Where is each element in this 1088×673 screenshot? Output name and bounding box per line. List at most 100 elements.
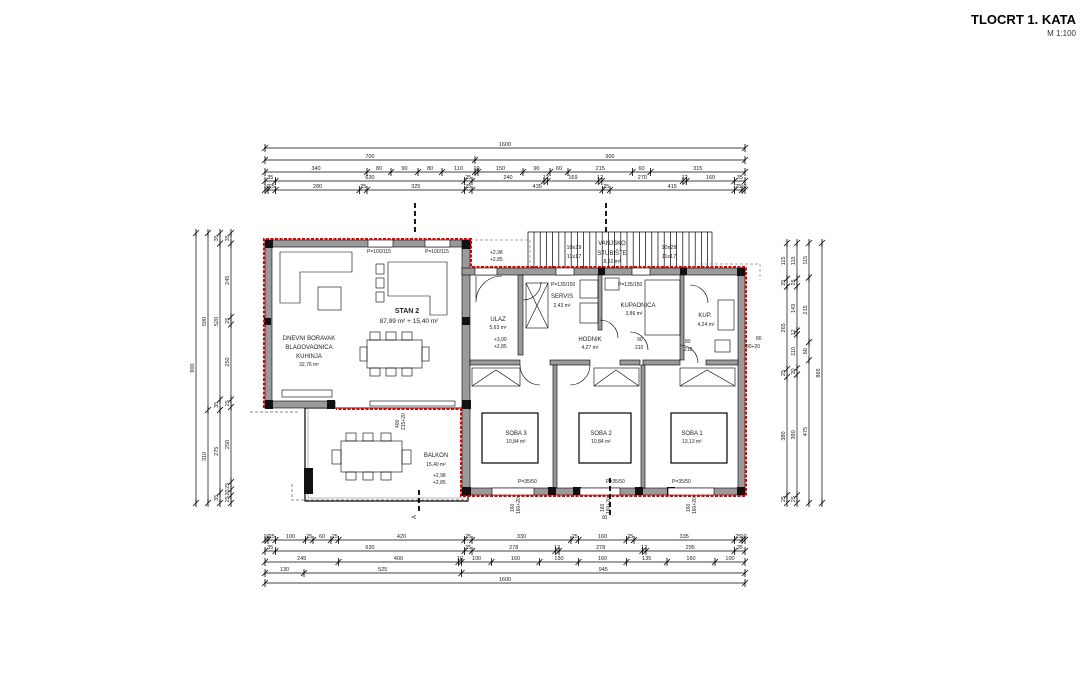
dimension-label: 475 <box>803 427 809 436</box>
dimension-label: 60 <box>556 166 562 172</box>
sill-dim: 160 <box>600 503 606 512</box>
dimension-tick <box>536 558 543 566</box>
dimension-label: 865 <box>816 368 822 377</box>
dimension-label: 160 <box>598 556 607 562</box>
dimension-label: 25 <box>735 534 741 540</box>
dimension-tick <box>272 186 279 194</box>
dimension-label: 340 <box>311 166 320 172</box>
dimension-label: 25 <box>735 184 741 190</box>
dimension-tick <box>468 186 476 194</box>
dimension-label: 115 <box>803 256 809 265</box>
dimension-tick <box>598 177 606 185</box>
dimension-tick <box>272 536 279 544</box>
dimension-label: 12 <box>554 545 560 551</box>
dimension-label: 135 <box>642 556 651 562</box>
dimension-tick <box>595 177 602 185</box>
dimension-label: 25 <box>225 318 231 324</box>
dimension-tick <box>793 282 801 291</box>
window-label: P=100/115 <box>425 249 449 255</box>
dimension-tick <box>227 478 235 486</box>
dimension-tick <box>461 186 468 194</box>
dimension-label: 310 <box>202 452 208 461</box>
drawing-title: TLOCRT 1. KATA <box>971 12 1076 27</box>
dimension-tick <box>335 536 342 544</box>
dimension-tick <box>272 547 279 555</box>
dimension-tick <box>783 282 791 291</box>
dimension-tick <box>272 177 279 185</box>
dimension-label: 100 <box>725 556 734 562</box>
dimension-label: 35 <box>737 175 743 181</box>
dimension-tick <box>679 177 687 185</box>
door-height: 210 <box>684 347 693 353</box>
section-label-b: B <box>603 515 609 519</box>
dimension-label: 160 <box>706 175 715 181</box>
dimension-label: 1600 <box>499 577 511 583</box>
window-label: P=100/115 <box>367 249 391 255</box>
dimension-label: 130 <box>280 567 289 573</box>
dimension-tick <box>261 144 269 152</box>
dimension-label: 160 <box>598 534 607 540</box>
dimension-label: 25 <box>306 534 312 540</box>
dimension-tick <box>818 499 826 507</box>
dimension-tick <box>216 406 224 414</box>
dimension-label: 25 <box>627 534 633 540</box>
dimension-label: 150 <box>496 166 505 172</box>
dimension-tick <box>468 547 476 555</box>
dimension-tick <box>471 156 479 164</box>
dimension-label: 215 <box>596 166 605 172</box>
dimension-tick <box>783 499 791 507</box>
dimension-tick <box>805 338 813 347</box>
dimension-tick <box>783 365 791 374</box>
room-entry-name: ULAZ <box>490 317 506 323</box>
dimension-label: 10 <box>457 556 463 562</box>
dimension-label: 25 <box>572 534 578 540</box>
dimension-label: 265 <box>781 323 787 332</box>
room-hall-name: HODNIK <box>578 337 601 343</box>
dimension-label: 245 <box>225 276 231 285</box>
dimension-label: 250 <box>225 357 231 366</box>
dimension-label: 25 <box>603 184 609 190</box>
sill-dim: 160+20 <box>516 497 522 514</box>
dimension-label: 420 <box>397 534 406 540</box>
dimension-tick <box>335 558 342 566</box>
room-3-name: SOBA 3 <box>505 431 527 437</box>
dimension-tick <box>647 168 654 176</box>
dimension-label: 143 <box>791 304 797 313</box>
door-height: 80+20 <box>746 344 760 350</box>
dimension-tick <box>793 499 801 507</box>
dimension-label: 35 <box>214 235 220 241</box>
dimension-label: 270 <box>638 175 647 181</box>
dimension-tick <box>741 177 749 185</box>
dimension-label: 25 <box>465 534 471 540</box>
dimension-tick <box>741 156 749 164</box>
dimension-tick <box>623 536 630 544</box>
room-wc-area: 2,43 m² <box>554 303 571 309</box>
dimension-tick <box>204 406 212 414</box>
dimension-tick <box>731 177 738 185</box>
dimension-label: 240 <box>503 175 512 181</box>
dimension-tick <box>458 569 465 577</box>
room-1-name: SOBA 1 <box>681 431 703 437</box>
dimension-tick <box>474 168 482 176</box>
dimension-tick <box>261 579 269 587</box>
dimension-label: 25 <box>781 280 787 286</box>
dimension-tick <box>488 558 495 566</box>
balcony-name: BALKON <box>424 453 448 459</box>
room-entry-area: 5,63 m² <box>490 325 507 331</box>
dimension-tick <box>458 558 465 566</box>
dimension-label: 60 <box>319 534 325 540</box>
dimension-tick <box>363 186 371 194</box>
dimension-tick <box>805 273 813 282</box>
room-2-area: 10,84 m² <box>591 439 611 445</box>
dimension-tick <box>540 177 548 185</box>
dimension-tick <box>261 569 269 577</box>
door-dim: 215+20 <box>401 413 407 430</box>
walls <box>264 239 746 496</box>
dimension-tick <box>741 547 749 555</box>
door-dim: 400 <box>395 419 401 428</box>
dimension-tick <box>300 569 308 577</box>
dimension-tick <box>623 558 630 566</box>
dimension-tick <box>192 499 200 507</box>
dimension-label: 80 <box>427 166 433 172</box>
dimension-label: 90 <box>533 166 539 172</box>
